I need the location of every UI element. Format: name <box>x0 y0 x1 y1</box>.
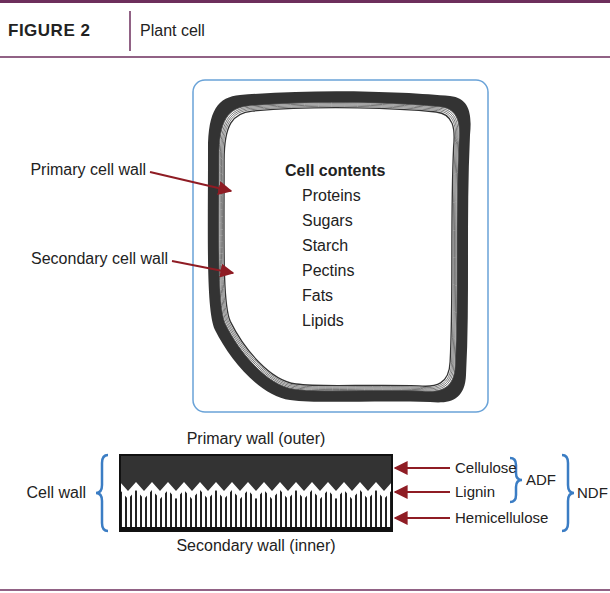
contents-item: Fats <box>285 283 385 308</box>
brace <box>562 455 574 531</box>
contents-item: Lipids <box>285 308 385 333</box>
component-label: Cellulose <box>455 458 517 478</box>
contents-item: Sugars <box>285 208 385 233</box>
contents-item: Pectins <box>285 258 385 283</box>
contents-item: Starch <box>285 233 385 258</box>
leader-arrow <box>150 172 231 191</box>
part-label: Primary cell wall <box>30 160 146 180</box>
cell-drawing <box>208 91 471 402</box>
cell-contents: Cell contentsProteinsSugarsStarchPectins… <box>285 158 385 333</box>
leader-arrow <box>395 517 450 519</box>
top-rule <box>0 0 610 3</box>
component-label: Hemicellulose <box>455 508 548 528</box>
leader-arrow <box>395 467 450 469</box>
header-rule <box>0 56 610 58</box>
wall-section <box>120 455 392 531</box>
bottom-rule <box>0 589 610 591</box>
part-label: Cell wall <box>26 483 86 503</box>
leader-arrow <box>172 261 233 273</box>
header-divider <box>129 11 131 51</box>
contents-heading: Cell contents <box>285 158 385 183</box>
brace <box>96 455 108 531</box>
contents-item: Proteins <box>285 183 385 208</box>
part-label: Primary wall (outer) <box>187 429 326 449</box>
part-label: Secondary cell wall <box>31 249 168 269</box>
fiber-label: NDF <box>577 483 608 503</box>
component-label: Lignin <box>455 482 495 502</box>
part-label: Secondary wall (inner) <box>176 536 335 556</box>
fiber-label: ADF <box>526 470 556 490</box>
leader-arrow <box>395 491 450 493</box>
figure-number: FIGURE 2 <box>8 21 90 41</box>
frame <box>193 80 488 412</box>
figure-title: Plant cell <box>140 21 205 41</box>
